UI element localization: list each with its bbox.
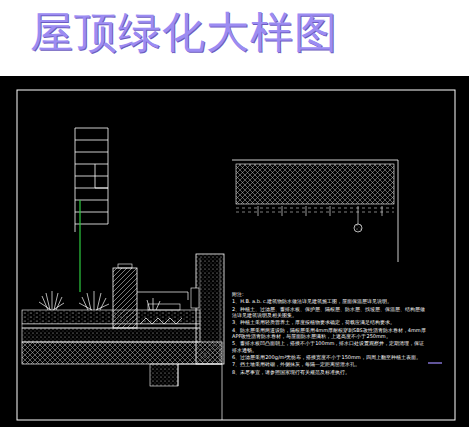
note-line: 7、挡土墙采用砖砌，外侧抹灰，每隔一定距离留泄水孔。	[232, 361, 428, 367]
notes-heading: 附注:	[232, 291, 428, 297]
note-line: 5、蓄排水板凹凸面朝上，搭接不小于100mm，排水口处设置观察井，定期清理，保证…	[232, 340, 428, 352]
note-line: 8、未尽事宜，请参照国家现行有关规范及标准执行。	[232, 369, 428, 375]
note-line: 3、种植土采用轻质营养土，厚度按植物要求确定，荷载应满足结构要求。	[232, 319, 428, 325]
note-line: 2、种植土、过滤层、蓄排水板、保护层、隔根层、防水层、找坡层、保温层、结构层做法…	[232, 306, 428, 318]
notes-block: 附注:1、H.B. a.b. c.建筑物防水做法详见建筑施工图，屋面保温层详见说…	[232, 291, 428, 376]
drawing-title: 屋顶绿化大样图	[30, 4, 338, 60]
note-line: 1、H.B. a.b. c.建筑物防水做法详见建筑施工图，屋面保温层详见说明。	[232, 298, 428, 304]
note-line: 6、过滤层采用200g/m²无纺布，搭接宽度不小于150mm，四周上翻至种植土表…	[232, 354, 428, 360]
note-line: 4、防水层采用两道设防，隔根层采用4mm厚耐根穿刺SBS改性沥青防水卷材，4mm…	[232, 327, 428, 339]
